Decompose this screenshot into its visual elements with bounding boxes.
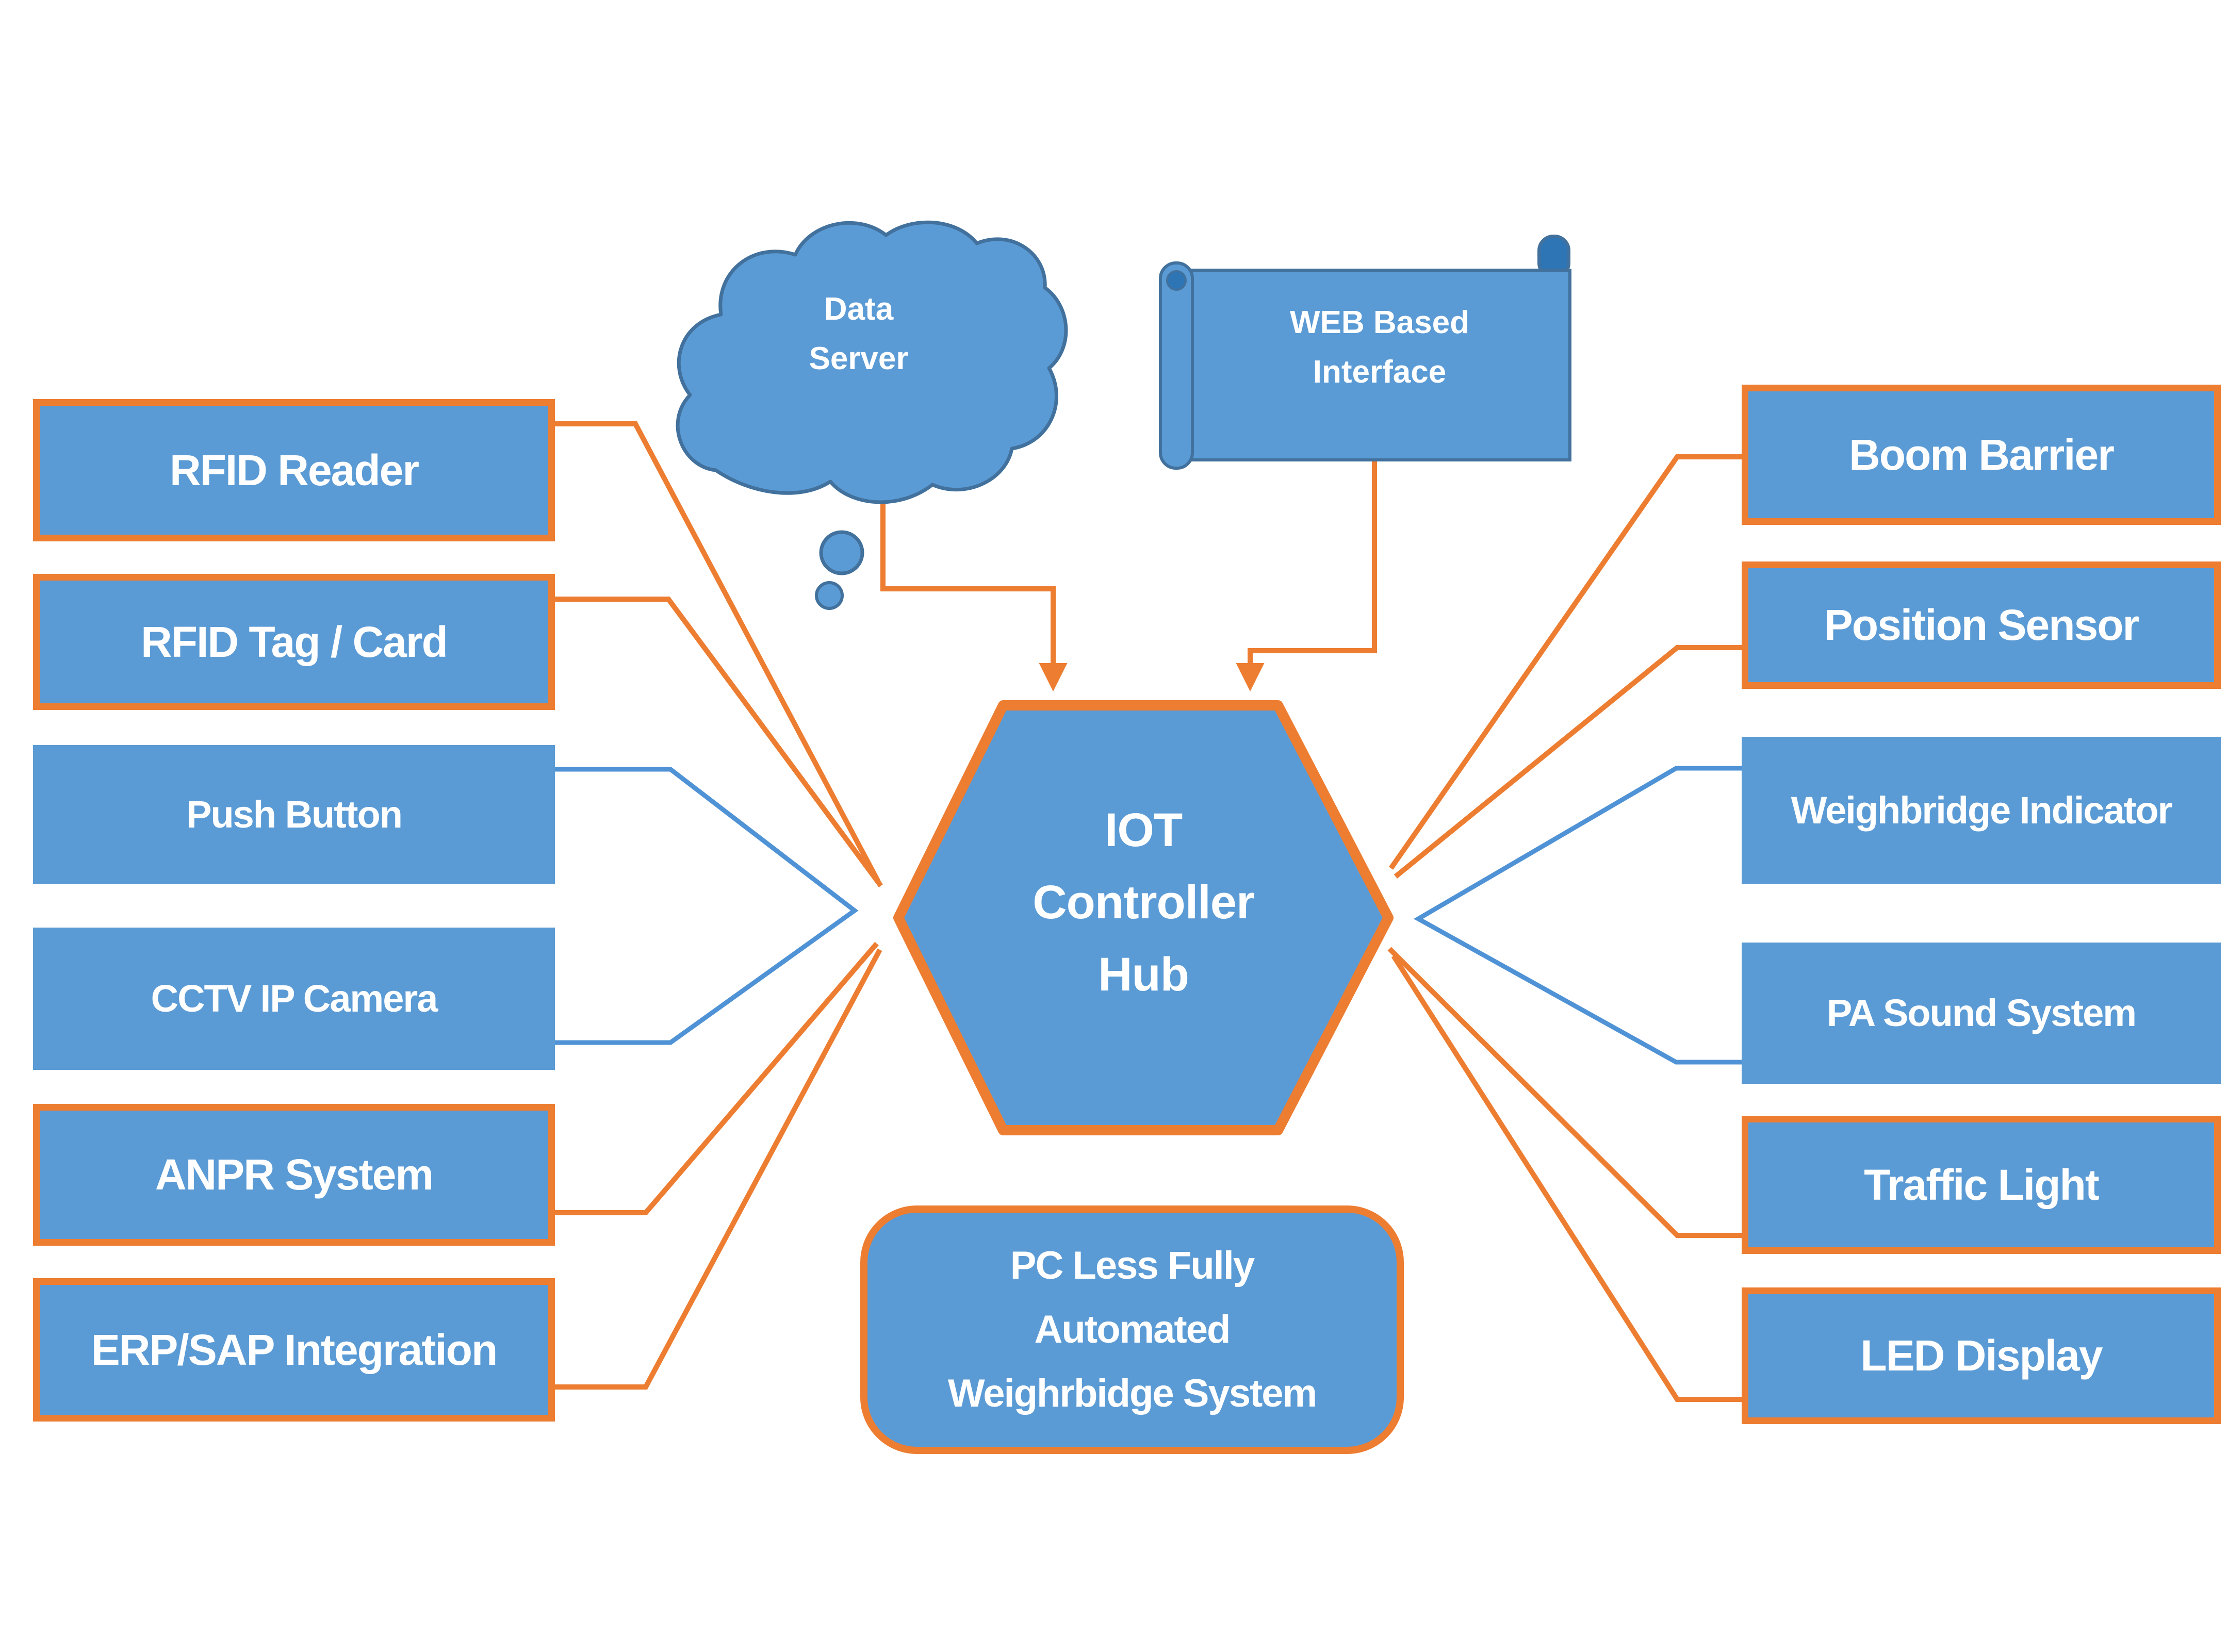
box-cctv-ip-camera: CCTV IP Camera — [33, 928, 555, 1070]
web-interface-label: WEB Based Interface — [1202, 298, 1558, 397]
box-boom-barrier-label: Boom Barrier — [1849, 430, 2115, 479]
iot-hub-hexagon — [893, 700, 1394, 1135]
data-server-label-line1: Data — [824, 291, 894, 327]
pc-less-note-line2: Automated — [1034, 1308, 1231, 1351]
connector-hub-to-position-sensor — [1394, 645, 1742, 879]
box-pa-sound-system: PA Sound System — [1742, 943, 2221, 1084]
pc-less-note-box: PC Less Fully Automated Weighrbidge Syst… — [860, 1205, 1404, 1454]
box-erp-sap-integration: ERP/SAP Integration — [33, 1278, 555, 1422]
connector-hub-to-boom-barrier — [1388, 454, 1742, 870]
connector-rfid-reader-to-hub — [555, 421, 881, 883]
box-cctv-ip-camera-label: CCTV IP Camera — [151, 977, 438, 1020]
box-rfid-tag-card-label: RFID Tag / Card — [141, 617, 448, 666]
box-traffic-light-label: Traffic Light — [1864, 1160, 2100, 1209]
box-push-button: Push Button — [33, 745, 555, 884]
web-interface-scroll-shape — [1159, 235, 1571, 470]
web-interface-label-line1: WEB Based — [1290, 305, 1469, 340]
connector-anpr-to-hub — [555, 941, 879, 1215]
data-server-cloud-shape — [676, 220, 1068, 610]
box-weighbridge-indicator-label: Weighbridge Indicator — [1791, 788, 2173, 832]
connector-web-interface-to-hub — [1236, 461, 1377, 691]
iot-hub-label: IOT Controller Hub — [937, 794, 1350, 1011]
box-weighbridge-indicator: Weighbridge Indicator — [1742, 737, 2221, 884]
connector-blue-push-button-cctv-chevron — [555, 767, 859, 1045]
box-anpr-system: ANPR System — [33, 1104, 555, 1246]
box-rfid-tag-card: RFID Tag / Card — [33, 574, 555, 710]
connector-group — [555, 421, 1742, 1402]
box-push-button-label: Push Button — [186, 793, 403, 836]
connector-hub-to-led-display — [1391, 954, 1742, 1402]
iot-hub-label-line3: Hub — [1098, 948, 1189, 1001]
box-rfid-reader: RFID Reader — [33, 399, 555, 541]
box-led-display: LED Display — [1742, 1287, 2221, 1424]
box-anpr-system-label: ANPR System — [155, 1150, 434, 1199]
box-position-sensor-label: Position Sensor — [1824, 601, 2139, 650]
data-server-label-line2: Server — [809, 341, 909, 376]
iot-hub-label-line1: IOT — [1104, 804, 1183, 856]
data-server-label: Data Server — [722, 285, 995, 384]
box-position-sensor: Position Sensor — [1742, 561, 2221, 689]
box-rfid-reader-label: RFID Reader — [169, 445, 419, 494]
box-traffic-light: Traffic Light — [1742, 1116, 2221, 1254]
connector-hub-to-traffic-light — [1387, 947, 1742, 1238]
box-led-display-label: LED Display — [1860, 1331, 2103, 1380]
iot-hub-label-line2: Controller — [1033, 876, 1255, 929]
connector-blue-weighbridge-pa-chevron — [1413, 766, 1742, 1065]
connector-data-server-to-hub — [880, 491, 1068, 691]
web-interface-label-line2: Interface — [1313, 354, 1447, 390]
pc-less-note-line1: PC Less Fully — [1010, 1244, 1255, 1287]
pc-less-note-line3: Weighrbidge System — [947, 1372, 1317, 1415]
box-pa-sound-system-label: PA Sound System — [1826, 992, 2137, 1035]
box-boom-barrier: Boom Barrier — [1742, 385, 2221, 525]
connector-erp-sap-to-hub — [555, 948, 882, 1390]
box-erp-sap-integration-label: ERP/SAP Integration — [91, 1325, 498, 1374]
connector-rfid-tag-to-hub — [555, 597, 883, 887]
